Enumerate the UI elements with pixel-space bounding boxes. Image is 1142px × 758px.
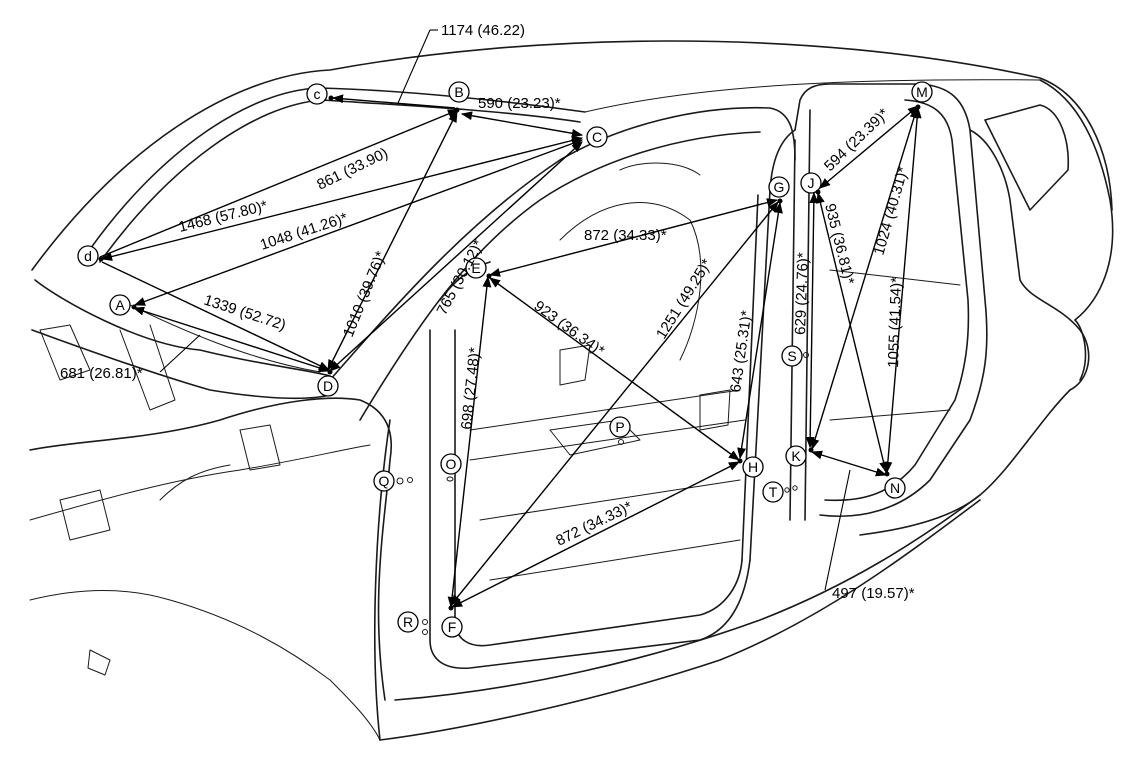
dim-F-G: 1251 (49.25)* [653,256,716,342]
dim-E-F: 698 (27.48)* [458,346,484,430]
line-A-D [132,306,331,373]
point-D: D [317,369,339,397]
dim-J-K: 629 (24.76)* [792,252,812,335]
point-d: d [77,245,104,267]
dimension-labels: 1174 (46.22) 590 (23.23)* 861 (33.90) 14… [60,22,915,602]
dim-E-G: 872 (34.33)* [584,227,667,244]
dim-c-C: 1174 (46.22) [441,22,525,39]
point-F: F [441,605,463,638]
svg-text:Q: Q [379,473,390,489]
svg-text:G: G [774,179,785,195]
svg-text:B: B [454,84,463,100]
dim-J-N: 935 (36.81)* [821,202,858,286]
svg-text:d: d [84,248,92,264]
reference-holes [396,352,809,635]
line-B-C [460,111,584,138]
svg-text:A: A [115,297,125,313]
line-C-D [329,141,583,372]
vehicle-body-outline [29,40,1114,741]
svg-text:H: H [748,459,758,475]
svg-text:N: N [890,480,900,496]
line-K-N [810,450,888,477]
leader-1174 [397,29,431,104]
dim-B-C: 590 (23.23)* [478,95,561,112]
point-J: J [800,172,822,195]
line-d-D [101,261,331,371]
dim-d-C: 1468 (57.80)* [177,197,269,236]
svg-text:K: K [791,448,801,464]
svg-text:E: E [471,260,480,276]
line-G-H [737,201,783,460]
svg-text:D: D [323,378,333,394]
svg-text:F: F [448,619,457,635]
line-F-H [451,461,740,608]
leader-497 [824,469,851,591]
line-M-N [883,106,922,474]
svg-text:P: P [615,419,624,435]
point-markers: c B C d A D E F G H J K M N O P Q R S T [77,81,933,638]
point-B: B [448,81,470,113]
point-N: N [884,471,906,499]
leader-681 [159,334,201,373]
point-T: T [762,481,784,503]
dim-A-D: 1339 (52.72) [202,292,288,334]
line-E-F [447,275,492,609]
dim-A-D-lower: 681 (26.81)* [60,365,143,382]
point-M: M [911,81,933,110]
dim-M-N: 1055 (41.54)* [885,277,905,369]
leader-lines [159,29,851,591]
svg-text:J: J [808,175,815,191]
dim-K-M: 1024 (40.31)* [871,165,912,257]
point-K: K [785,445,814,467]
dim-B-D: 1010 (39.76)* [340,249,390,340]
point-S: S [781,345,803,367]
dim-E-H: 923 (36.34)* [531,297,608,359]
svg-text:c: c [314,86,321,102]
point-Q: Q [373,470,395,492]
point-A: A [109,294,137,316]
line-c-B [331,94,456,109]
point-O: O [440,453,462,475]
svg-text:R: R [403,614,413,630]
measurement-lines [99,94,922,609]
svg-text:T: T [769,484,778,500]
point-c: c [306,83,334,105]
point-E: E [465,257,492,279]
svg-text:S: S [787,348,796,364]
dim-K-N: 497 (19.57)* [832,585,915,602]
point-G: G [768,176,790,204]
dim-F-H: 872 (34.33)* [553,498,635,550]
dim-J-M: 594 (23.39)* [821,105,892,175]
svg-text:O: O [446,456,457,472]
point-C: C [586,126,608,148]
svg-text:M: M [916,84,928,100]
svg-text:C: C [592,129,602,145]
line-J-K [805,191,819,449]
point-R: R [397,611,419,633]
dim-d-B: 861 (33.90) [314,145,390,194]
point-H: H [737,456,764,478]
point-P: P [609,416,631,438]
